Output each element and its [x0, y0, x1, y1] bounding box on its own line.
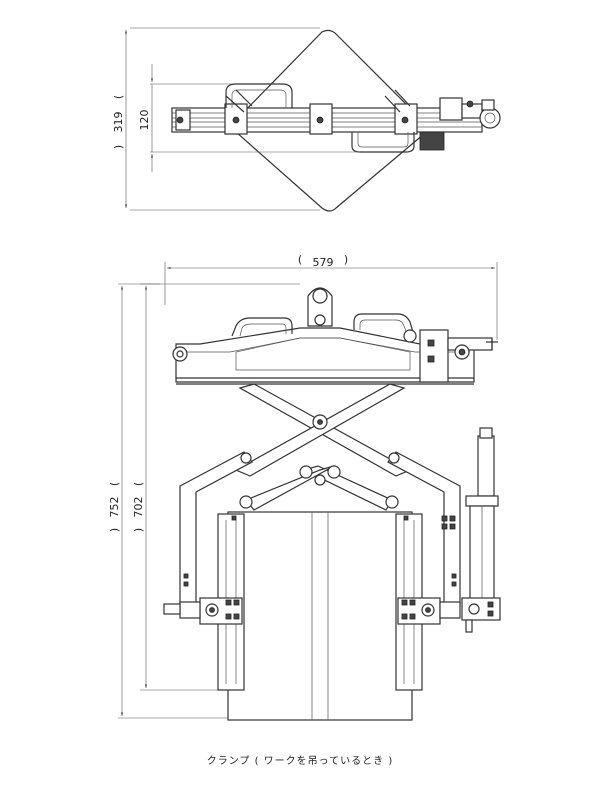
svg-text:(: (	[108, 482, 121, 486]
svg-text:(: (	[132, 482, 145, 486]
front-view-scissor-link-b	[234, 383, 406, 477]
front-view: ( 579 )	[108, 253, 501, 721]
drawing-caption: クランプ ( ワークを吊っているとき )	[206, 756, 394, 767]
top-view-handle	[225, 83, 293, 108]
front-view-cylinder	[477, 435, 495, 497]
dim-702-label: 702	[132, 497, 145, 518]
svg-text:): )	[112, 145, 125, 149]
svg-text:): )	[108, 528, 121, 532]
front-view-right-handle	[353, 313, 415, 337]
dim-120-label: 120	[138, 110, 151, 131]
dim-579-label: 579	[313, 256, 334, 269]
dim-752-label: 752	[108, 497, 121, 518]
svg-text:(: (	[112, 95, 125, 99]
svg-text:(: (	[298, 253, 302, 266]
svg-text:): )	[344, 253, 348, 266]
svg-text:): )	[132, 528, 145, 532]
dim-319-label: 319	[112, 112, 125, 133]
front-view-left-handle	[231, 317, 293, 337]
top-view: 319 ( ) 120	[112, 27, 501, 212]
top-view-knob	[479, 107, 501, 129]
front-view-workpiece	[227, 511, 413, 721]
top-view-cylinder	[419, 131, 445, 151]
